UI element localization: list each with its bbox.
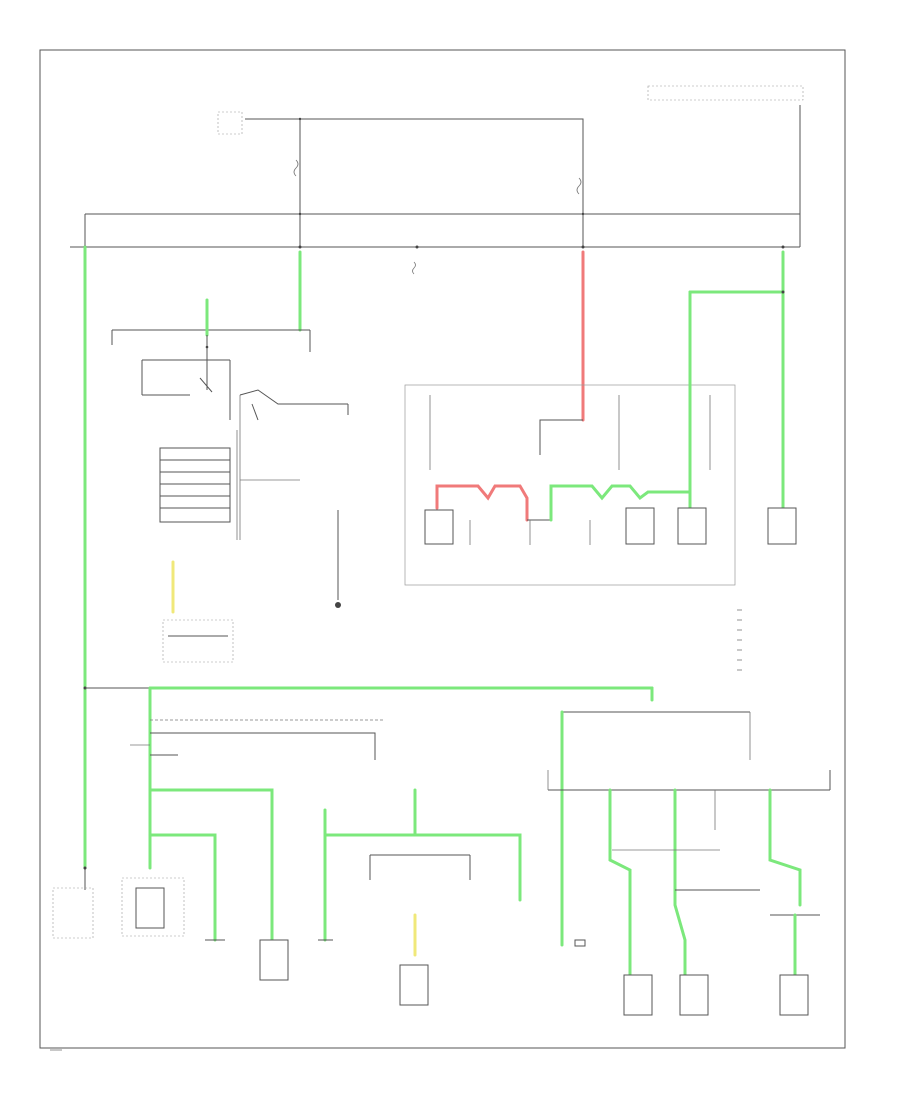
- left-bus: [52, 245, 94, 939]
- top-power-section: [70, 85, 804, 275]
- ignition-switch: [111, 250, 349, 663]
- right-lower-section: [547, 710, 831, 1016]
- legend: [737, 609, 742, 671]
- lower-bus: [85, 686, 654, 1006]
- relay-box: [404, 250, 797, 586]
- diagram-frame: [39, 49, 846, 1049]
